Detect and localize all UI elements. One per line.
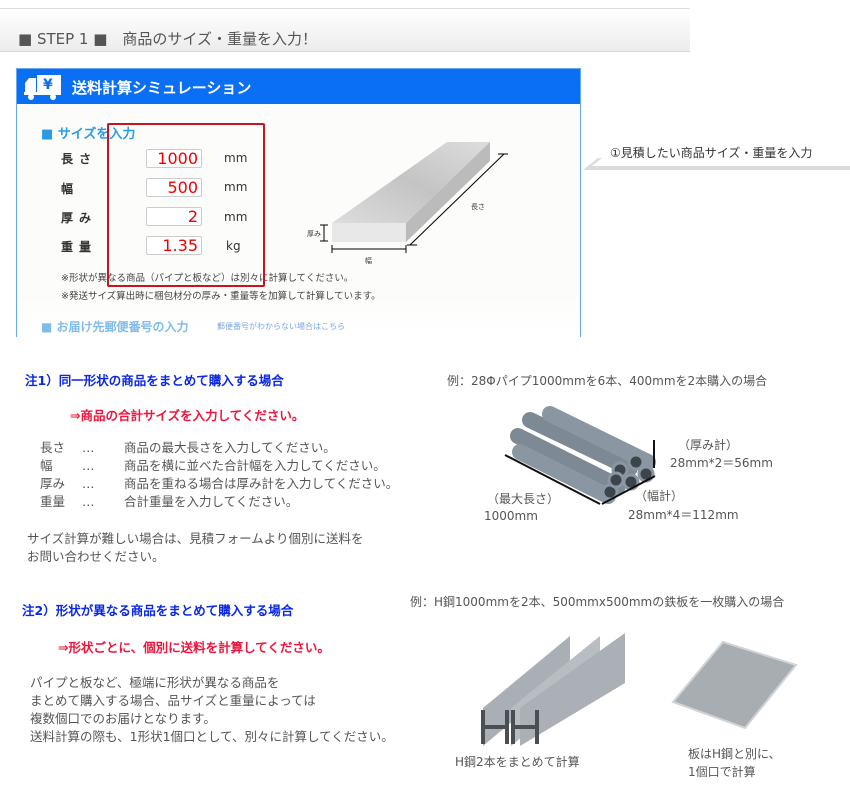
callout-text: ①見積したい商品サイズ・重量を入力 [610,146,813,160]
section-size-heading: ■ サイズを入力 [41,127,136,142]
step-title: ■ STEP 1 ■ 商品のサイズ・重量を入力！ [18,30,317,48]
length-input[interactable]: 1000 [146,149,202,168]
zip-help-link[interactable]: 郵便番号がわからない場合はこちら [217,322,345,331]
diagram-thickness-label: 厚み [307,230,321,238]
note1-instruction: ⇒商品の合計サイズを入力してください。 [70,408,305,423]
highlight-box [107,123,265,287]
label-width: 幅 [61,182,80,196]
width-input[interactable]: 500 [146,178,202,197]
plate-diagram: 厚み 幅 長さ [307,142,508,265]
note1-list: 長さ…商品の最大長さを入力してください。 幅…商品を横に並べた合計幅を入力してく… [40,439,398,511]
max-length-value: 1000mm [484,509,538,523]
example2-title: 例：H鋼1000mmを2本、500mmx500mmの鉄板を一枚購入の場合 [410,595,785,609]
width-unit: mm [224,180,248,194]
plate-caption-2: 1個口で計算 [688,765,756,779]
thickness-unit: mm [224,210,248,224]
example1-title: 例：28Φパイプ1000mmを6本、400mmを2本購入の場合 [447,374,768,388]
step-header: ■ STEP 1 ■ 商品のサイズ・重量を入力！ [0,8,690,52]
diagram-length-label: 長さ [471,203,485,211]
h-beam-image [481,633,625,746]
note2-paragraph: パイプと板など、極端に形状が異なる商品をまとめて購入する場合、品サイズと重量によ… [30,675,394,744]
note-shape: ※形状が異なる商品（パイプと板など）は別々に計算してください。 [61,273,354,284]
diagram-width-label: 幅 [365,256,372,265]
weight-input[interactable]: 1.35 [146,236,202,255]
steel-plate-image [671,640,798,730]
thickness-input[interactable]: 2 [146,207,202,226]
panel-header: ¥ 送料計算シミュレーション [17,69,580,104]
note2-instruction: ⇒形状ごとに、個別に送料を計算してください。 [58,640,330,655]
thickness-total-label: （厚み計） [678,438,739,452]
list-item: 厚み…商品を重ねる場合は厚み計を入力してください。 [40,476,399,491]
max-length-label: （最大長さ） [487,492,560,506]
section-zip-heading: ■ お届け先郵便番号の入力 [41,320,189,334]
weight-unit: kg [226,239,241,253]
note2-heading: 注2）形状が異なる商品をまとめて購入する場合 [22,603,294,618]
width-total-value: 28mm*4＝112mm [628,508,739,522]
callout-bar [583,158,850,170]
note1-paragraph: サイズ計算が難しい場合は、見積フォームより個別に送料をお問い合わせください。 [27,531,364,564]
label-weight: 重量 [61,240,98,254]
width-total-label: （幅計） [635,489,684,503]
label-thickness: 厚み [61,211,98,225]
truck-yen-icon: ¥ [24,75,61,100]
note1-heading: 注1）同一形状の商品をまとめて購入する場合 [25,373,284,388]
panel-title: 送料計算シミュレーション [72,79,252,97]
thickness-total-value: 28mm*2＝56mm [670,456,773,470]
list-item: 長さ…商品の最大長さを入力してください。 [40,440,336,455]
list-item: 重量…合計重量を入力してください。 [40,494,299,509]
svg-text:¥: ¥ [43,77,53,93]
pipe-bundle-image [504,406,656,505]
shipping-simulator-panel: ¥ 送料計算シミュレーション ■ サイズを入力 長さ 1000 mm 幅 500… [16,68,581,337]
note-packing: ※発送サイズ算出時に梱包材分の厚み・重量等を加算して計算しています。 [61,291,381,302]
label-length: 長さ [61,152,98,166]
length-unit: mm [224,151,248,165]
plate-caption-1: 板はH鋼と別に、 [688,747,781,761]
list-item: 幅…商品を横に並べた合計幅を入力してください。 [40,458,386,473]
beam-caption: H鋼2本をまとめて計算 [455,755,580,769]
